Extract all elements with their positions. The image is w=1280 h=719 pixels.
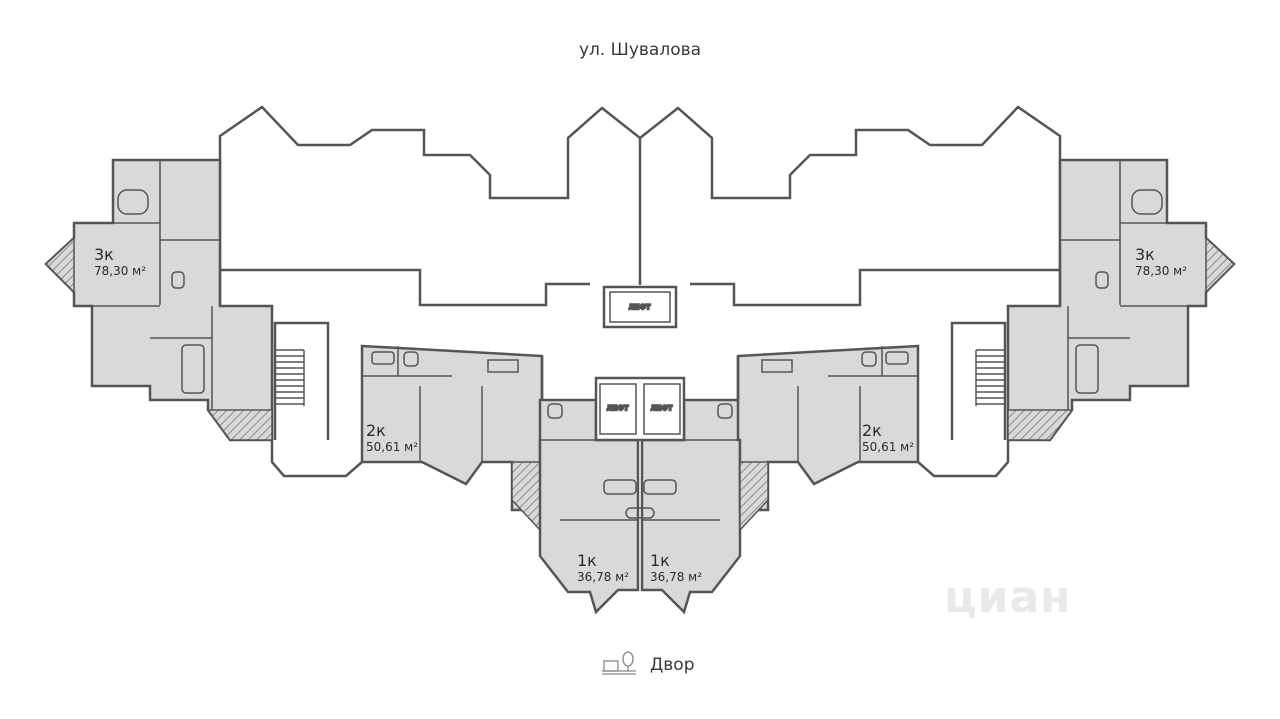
right-wing xyxy=(917,158,1236,478)
building-outline xyxy=(218,105,1062,307)
apartment-area: 36,78 м² xyxy=(577,570,630,584)
apartment-label-left-3k: 3к 78,30 м² xyxy=(94,246,146,279)
apartment-label-right-2k: 2к 50,61 м² xyxy=(862,422,914,455)
central-block: ЛИФТ ЛИФТ xyxy=(538,376,742,615)
apartment-area: 50,61 м² xyxy=(862,440,915,454)
apartment-area: 78,30 м² xyxy=(1135,264,1188,278)
apartment-rooms: 1к xyxy=(650,551,670,570)
left-stairwell xyxy=(273,321,330,440)
right-2k-balcony xyxy=(739,461,769,532)
left-2k-balcony xyxy=(511,461,541,532)
lift-pair: ЛИФТ ЛИФТ xyxy=(594,376,686,442)
left-3k-apartment xyxy=(44,158,274,442)
right-3k-apartment xyxy=(1006,158,1236,442)
left-wing xyxy=(44,158,363,478)
central-lift-label: ЛИФТ xyxy=(629,304,651,311)
right-2k xyxy=(736,344,920,532)
apartment-rooms: 1к xyxy=(577,551,597,570)
apartment-label-left-2k: 2к 50,61 м² xyxy=(366,422,418,455)
yard-label: Двор xyxy=(650,655,695,675)
apartment-area: 50,61 м² xyxy=(366,440,419,454)
cian-watermark: циан xyxy=(944,572,1072,623)
apartment-label-right-1k: 1к 36,78 м² xyxy=(650,552,702,585)
lift-right-label: ЛИФТ xyxy=(651,405,673,412)
corridor-lines xyxy=(218,270,1062,400)
apartment-label-left-1k: 1к 36,78 м² xyxy=(577,552,629,585)
lift-left-label: ЛИФТ xyxy=(607,405,629,412)
right-stairwell xyxy=(950,321,1007,440)
apartment-rooms: 2к xyxy=(366,421,386,440)
left-3k-balcony xyxy=(44,236,75,294)
central-lift: ЛИФТ xyxy=(602,285,678,329)
yard-icon xyxy=(602,651,636,675)
apartment-area: 36,78 м² xyxy=(650,570,703,584)
yard-marker: Двор xyxy=(600,650,695,680)
street-label: ул. Шувалова xyxy=(578,40,702,60)
apartment-rooms: 3к xyxy=(1135,245,1155,264)
apartment-rooms: 3к xyxy=(94,245,114,264)
right-3k-balcony xyxy=(1205,236,1236,294)
apartment-area: 78,30 м² xyxy=(94,264,147,278)
apartment-label-right-3k: 3к 78,30 м² xyxy=(1135,246,1187,279)
apartment-rooms: 2к xyxy=(862,421,882,440)
